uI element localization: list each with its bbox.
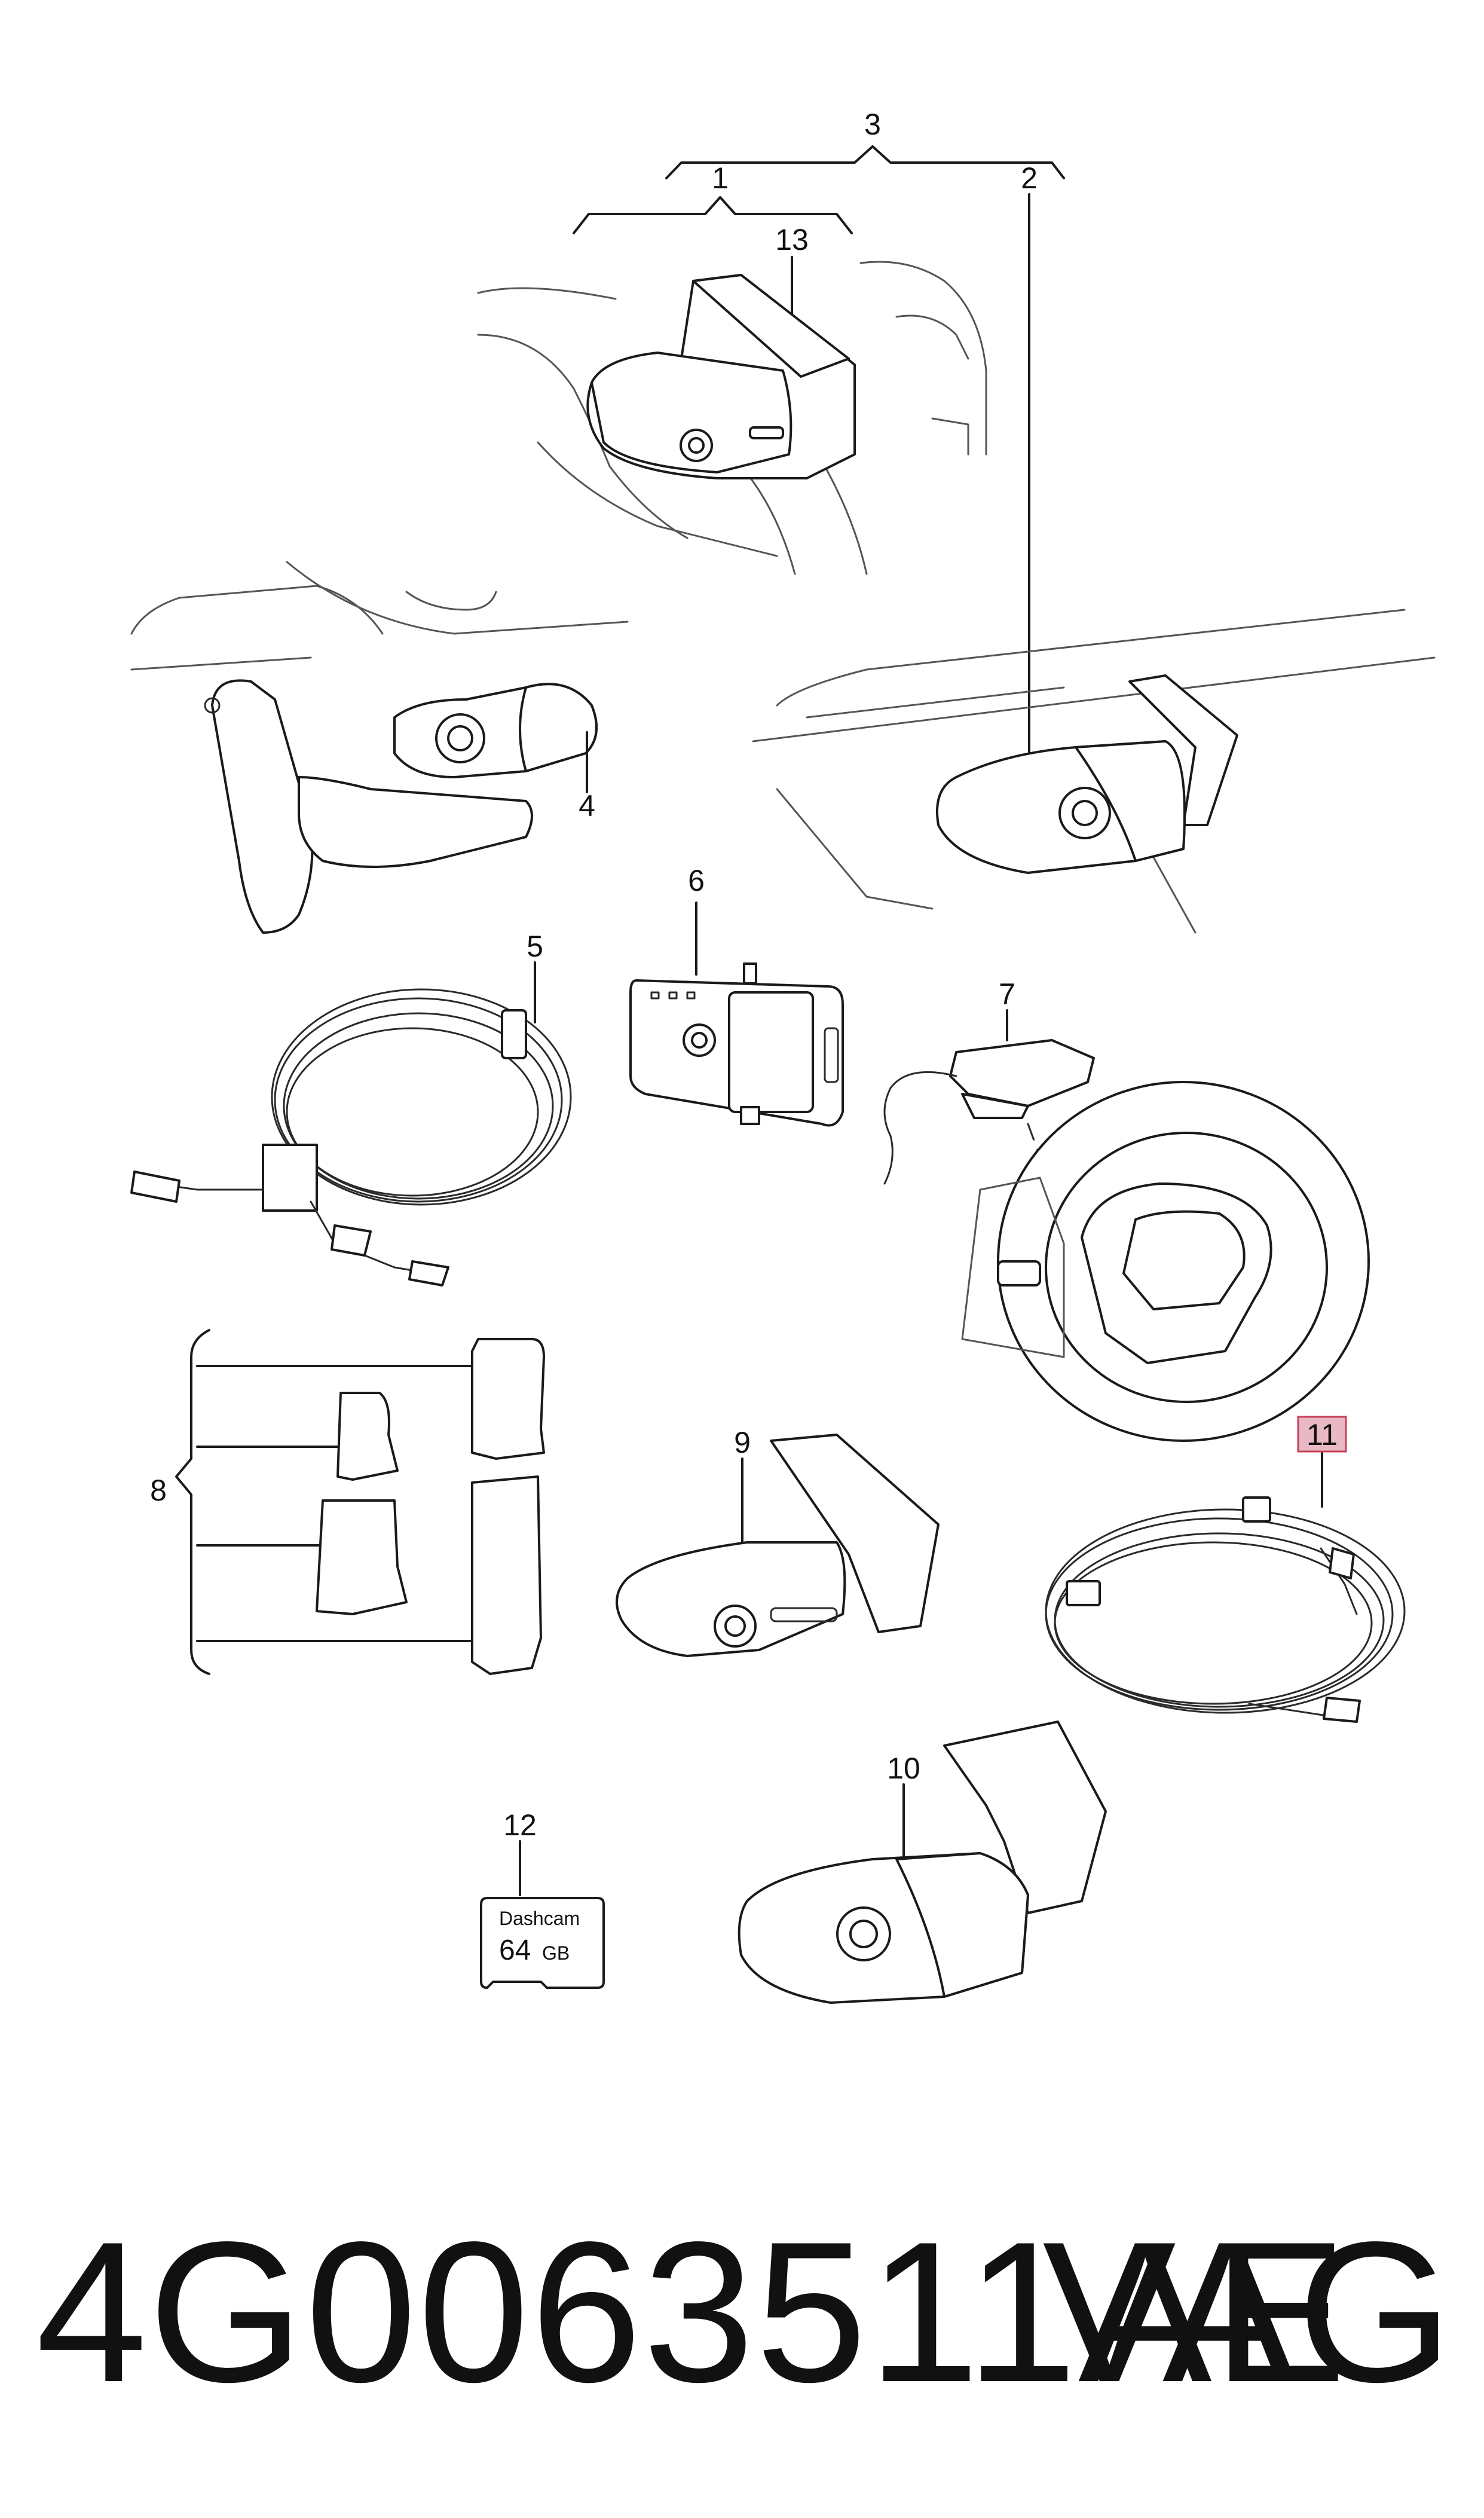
- callout-2: 2: [1021, 161, 1038, 195]
- callout-13: 13: [775, 223, 809, 256]
- callout-11-highlight: [1297, 1416, 1347, 1453]
- part-13-camera: [586, 274, 856, 479]
- part-5-wiring-harness: [130, 988, 572, 1286]
- car-interior-top: [130, 261, 1436, 934]
- brand-name: VAG: [1042, 2200, 1454, 2424]
- part-6-control-unit: [629, 962, 844, 1127]
- parts-diagram: Dashcam 64 GB 3 1 2 13 4 6 5 7 8 9 11 10…: [130, 108, 1436, 2004]
- part-2-camera: [936, 674, 1238, 874]
- part-8-covers: [175, 1329, 545, 1675]
- part-7-sensor: [883, 1039, 1095, 1191]
- callout-6: 6: [688, 864, 705, 897]
- sd-capacity-label: 64: [499, 1935, 531, 1966]
- callout-8: 8: [150, 1474, 167, 1507]
- callout-5: 5: [527, 930, 543, 963]
- callout-11: 11: [1306, 1418, 1338, 1451]
- steering-wheel: [961, 1081, 1370, 1442]
- sd-unit-label: GB: [542, 1942, 570, 1964]
- part-4-camera: [204, 679, 598, 934]
- callout-4: 4: [579, 789, 595, 823]
- bracket-group-3: [573, 145, 1065, 234]
- part-12-sd-card: Dashcam 64 GB: [480, 1897, 605, 1989]
- sd-brand-label: Dashcam: [499, 1908, 580, 1929]
- part-11-wiring-harness: [1045, 1496, 1406, 1723]
- callout-9: 9: [734, 1426, 751, 1459]
- callout-1: 1: [712, 161, 729, 195]
- part-10-camera: [738, 1721, 1107, 2004]
- callout-3: 3: [864, 108, 881, 141]
- part-number: 4G0063511AE: [36, 2200, 1348, 2424]
- callout-12: 12: [503, 1808, 537, 1842]
- callout-7: 7: [999, 977, 1015, 1011]
- callout-10: 10: [887, 1752, 920, 1785]
- part-9-camera: [616, 1434, 940, 1657]
